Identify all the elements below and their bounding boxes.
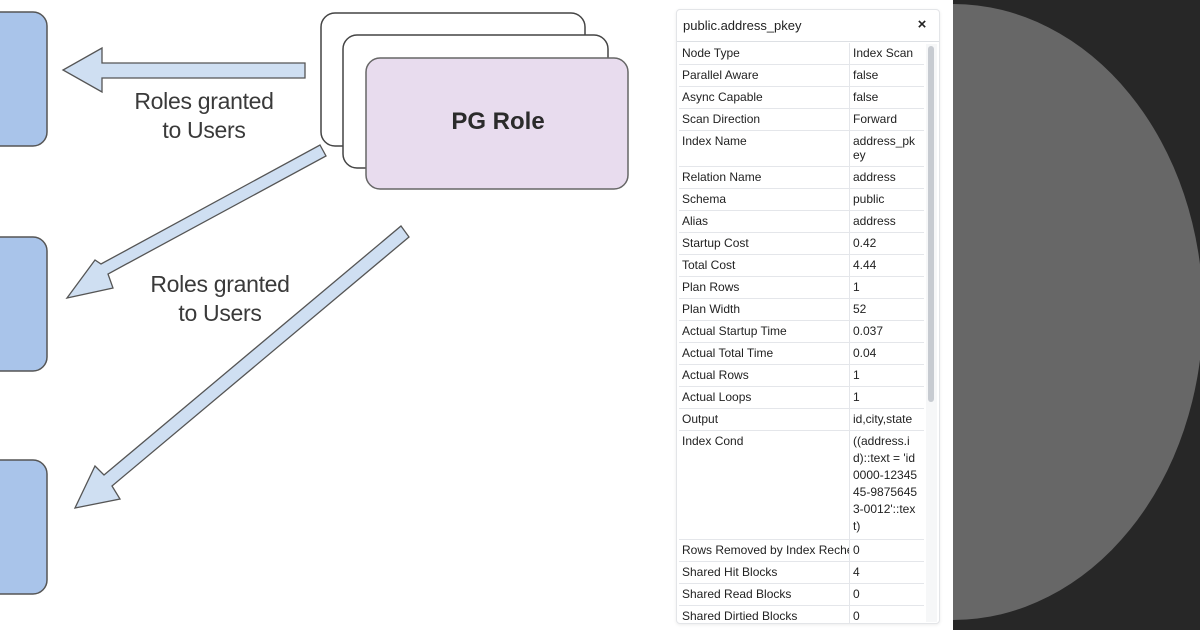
user-box-top bbox=[0, 11, 48, 147]
arrow-label-middle-line1: Roles granted bbox=[150, 271, 290, 297]
property-key: Index Name bbox=[679, 130, 850, 167]
property-value: 0.037 bbox=[849, 320, 924, 343]
property-value: 0 bbox=[849, 583, 924, 606]
property-key: Alias bbox=[679, 210, 850, 233]
property-value: address_pkey bbox=[849, 130, 924, 167]
property-key: Actual Startup Time bbox=[679, 320, 850, 343]
vertical-scrollbar[interactable] bbox=[926, 44, 937, 622]
property-key: Total Cost bbox=[679, 254, 850, 277]
property-value: Forward bbox=[849, 108, 924, 131]
property-key: Output bbox=[679, 408, 850, 431]
role-diagram: PG Role Roles granted to Users Roles gra… bbox=[0, 11, 629, 595]
panel-title: public.address_pkey bbox=[683, 18, 802, 33]
arrow-label-top: Roles granted to Users bbox=[112, 87, 296, 145]
property-value: 0.04 bbox=[849, 342, 924, 365]
arrow-label-middle-line2: to Users bbox=[178, 300, 262, 326]
property-key: Actual Loops bbox=[679, 386, 850, 409]
property-value: 4.44 bbox=[849, 254, 924, 277]
user-box-middle bbox=[0, 236, 48, 372]
property-value: ((address.id)::text = 'id0000-1234545-98… bbox=[849, 430, 924, 540]
property-key: Actual Total Time bbox=[679, 342, 850, 365]
property-value: 0 bbox=[849, 605, 924, 623]
dark-side-panel bbox=[953, 0, 1200, 630]
property-key: Relation Name bbox=[679, 166, 850, 189]
property-key: Parallel Aware bbox=[679, 64, 850, 87]
arrow-diagonal-bottom bbox=[73, 225, 410, 509]
property-key: Shared Read Blocks bbox=[679, 583, 850, 606]
property-key: Actual Rows bbox=[679, 364, 850, 387]
arrow-diagonal-middle bbox=[65, 144, 327, 300]
decorative-circle bbox=[953, 4, 1200, 620]
panel-header: public.address_pkey × bbox=[677, 10, 939, 42]
arrow-label-top-line1: Roles granted bbox=[134, 88, 274, 114]
diagram-shapes bbox=[0, 11, 629, 595]
property-value: address bbox=[849, 166, 924, 189]
property-value: 1 bbox=[849, 386, 924, 409]
property-key: Rows Removed by Index Recheck bbox=[679, 539, 850, 562]
property-value: public bbox=[849, 188, 924, 211]
property-key: Schema bbox=[679, 188, 850, 211]
property-value: id,city,state bbox=[849, 408, 924, 431]
property-value: 0 bbox=[849, 539, 924, 562]
arrow-label-top-line2: to Users bbox=[162, 117, 246, 143]
property-value: 4 bbox=[849, 561, 924, 584]
property-key: Async Capable bbox=[679, 86, 850, 109]
property-key: Index Cond bbox=[679, 430, 850, 540]
arrow-left bbox=[61, 46, 306, 94]
property-key: Shared Dirtied Blocks bbox=[679, 605, 850, 623]
close-button[interactable]: × bbox=[914, 17, 930, 33]
property-value: 52 bbox=[849, 298, 924, 321]
property-value: address bbox=[849, 210, 924, 233]
scrollbar-thumb[interactable] bbox=[928, 46, 934, 402]
role-card-front bbox=[365, 57, 629, 190]
property-value: false bbox=[849, 64, 924, 87]
property-key: Startup Cost bbox=[679, 232, 850, 255]
pg-role-label: PG Role bbox=[451, 108, 545, 135]
property-key: Shared Hit Blocks bbox=[679, 561, 850, 584]
property-key: Scan Direction bbox=[679, 108, 850, 131]
table-row: Index Cond((address.id)::text = 'id0000-… bbox=[679, 430, 924, 540]
property-value: Index Scan bbox=[849, 43, 924, 65]
property-key: Plan Rows bbox=[679, 276, 850, 299]
property-key: Plan Width bbox=[679, 298, 850, 321]
close-icon: × bbox=[917, 16, 927, 33]
property-value: false bbox=[849, 86, 924, 109]
property-value: 1 bbox=[849, 276, 924, 299]
property-value: 1 bbox=[849, 364, 924, 387]
property-value: 0.42 bbox=[849, 232, 924, 255]
arrow-label-middle: Roles granted to Users bbox=[128, 270, 312, 328]
property-key: Node Type bbox=[679, 43, 850, 65]
user-box-bottom bbox=[0, 459, 48, 595]
